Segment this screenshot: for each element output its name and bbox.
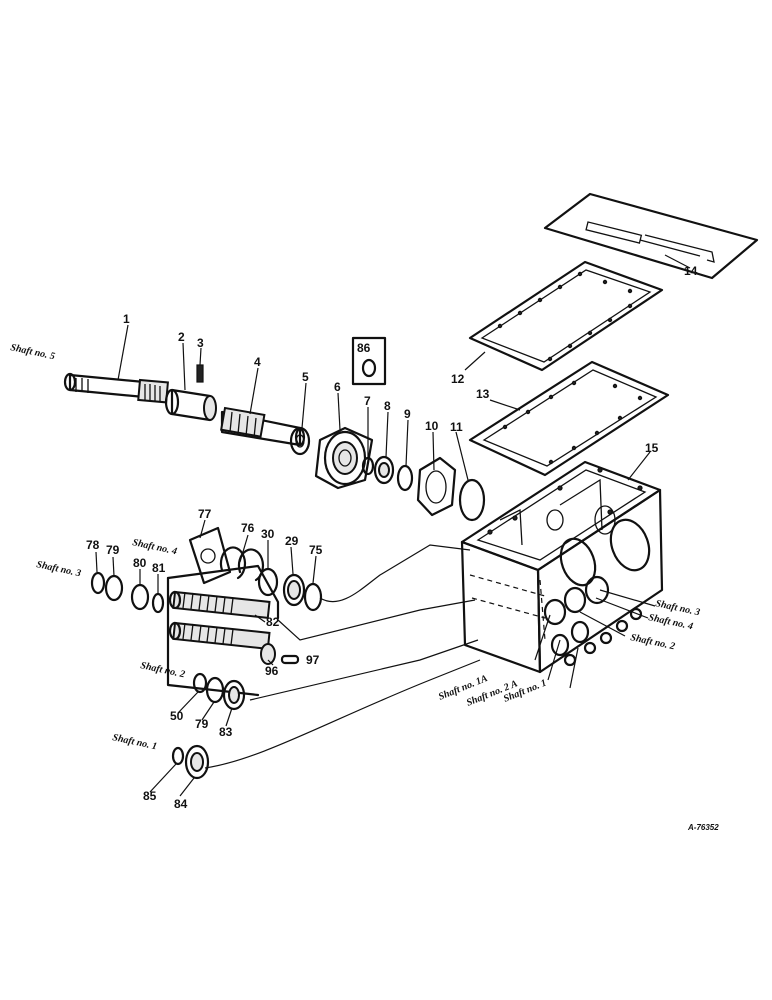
label-3: 3 bbox=[197, 336, 204, 350]
label-75: 75 bbox=[309, 543, 323, 557]
label-11: 11 bbox=[450, 420, 463, 434]
part-8-bearing bbox=[373, 455, 395, 485]
figure-reference: A-76352 bbox=[687, 823, 719, 832]
label-7: 7 bbox=[364, 394, 371, 408]
label-15: 15 bbox=[645, 441, 659, 455]
label-case-shaft-2: Shaft no. 2 bbox=[629, 632, 676, 652]
part-96-gear bbox=[260, 643, 276, 665]
label-30: 30 bbox=[261, 527, 275, 541]
part-30-spacer bbox=[257, 567, 279, 597]
part-84-85-bearing bbox=[171, 744, 210, 780]
part-78-79-rings bbox=[90, 571, 124, 602]
label-14: 14 bbox=[684, 264, 698, 278]
label-81: 81 bbox=[152, 561, 166, 575]
label-13: 13 bbox=[476, 387, 490, 401]
label-77: 77 bbox=[198, 507, 212, 521]
label-82: 82 bbox=[266, 615, 280, 629]
label-86: 86 bbox=[357, 341, 371, 355]
label-96: 96 bbox=[265, 664, 279, 678]
label-6: 6 bbox=[334, 380, 341, 394]
part-86-seal-box bbox=[351, 336, 387, 386]
part-14-cover-plate bbox=[543, 192, 759, 280]
label-84: 84 bbox=[174, 797, 188, 811]
part-2-coupling bbox=[164, 388, 217, 422]
label-shaft-3: Shaft no. 3 bbox=[35, 559, 82, 579]
label-10: 10 bbox=[425, 419, 439, 433]
label-4: 4 bbox=[254, 355, 261, 369]
part-13-plate bbox=[468, 360, 670, 477]
assembly-lines bbox=[95, 254, 691, 797]
label-79-upper: 79 bbox=[106, 543, 120, 557]
part-12-gasket bbox=[468, 260, 664, 372]
label-shaft-4: Shaft no. 4 bbox=[131, 537, 178, 557]
part-3-pin bbox=[196, 364, 204, 383]
part-77-plate bbox=[188, 526, 232, 585]
part-11-o-ring bbox=[458, 478, 486, 522]
label-5: 5 bbox=[302, 370, 309, 384]
part-5-washer bbox=[289, 426, 311, 456]
label-shaft-5: Shaft no. 5 bbox=[9, 342, 56, 362]
part-1-shaft bbox=[63, 372, 169, 404]
label-83: 83 bbox=[219, 725, 233, 739]
label-79-lower: 79 bbox=[195, 717, 209, 731]
part-75-ring bbox=[303, 582, 323, 612]
label-12: 12 bbox=[451, 372, 465, 386]
label-29: 29 bbox=[285, 534, 299, 548]
part-97-pin bbox=[280, 654, 300, 665]
label-78: 78 bbox=[86, 538, 100, 552]
label-2: 2 bbox=[178, 330, 185, 344]
part-29-bearing bbox=[282, 573, 306, 607]
label-1: 1 bbox=[123, 312, 130, 326]
part-9-ring bbox=[396, 464, 414, 492]
part-10-gasket bbox=[416, 456, 457, 517]
part-number-labels: 1 2 3 4 5 6 7 8 9 10 11 12 13 14 15 29 3… bbox=[86, 264, 698, 811]
label-85: 85 bbox=[143, 789, 157, 803]
label-50: 50 bbox=[170, 709, 184, 723]
part-50-79-83-rings bbox=[192, 672, 246, 711]
label-8: 8 bbox=[384, 399, 391, 413]
label-shaft-2: Shaft no. 2 bbox=[139, 660, 186, 680]
label-80: 80 bbox=[133, 556, 147, 570]
part-6-housing bbox=[314, 426, 374, 490]
label-76: 76 bbox=[241, 521, 255, 535]
label-97: 97 bbox=[306, 653, 320, 667]
part-82-shafts bbox=[166, 564, 280, 697]
label-shaft-1: Shaft no. 1 bbox=[111, 732, 158, 752]
part-15-transmission-case bbox=[460, 460, 664, 674]
part-4-shaft bbox=[220, 406, 306, 447]
label-9: 9 bbox=[404, 407, 411, 421]
